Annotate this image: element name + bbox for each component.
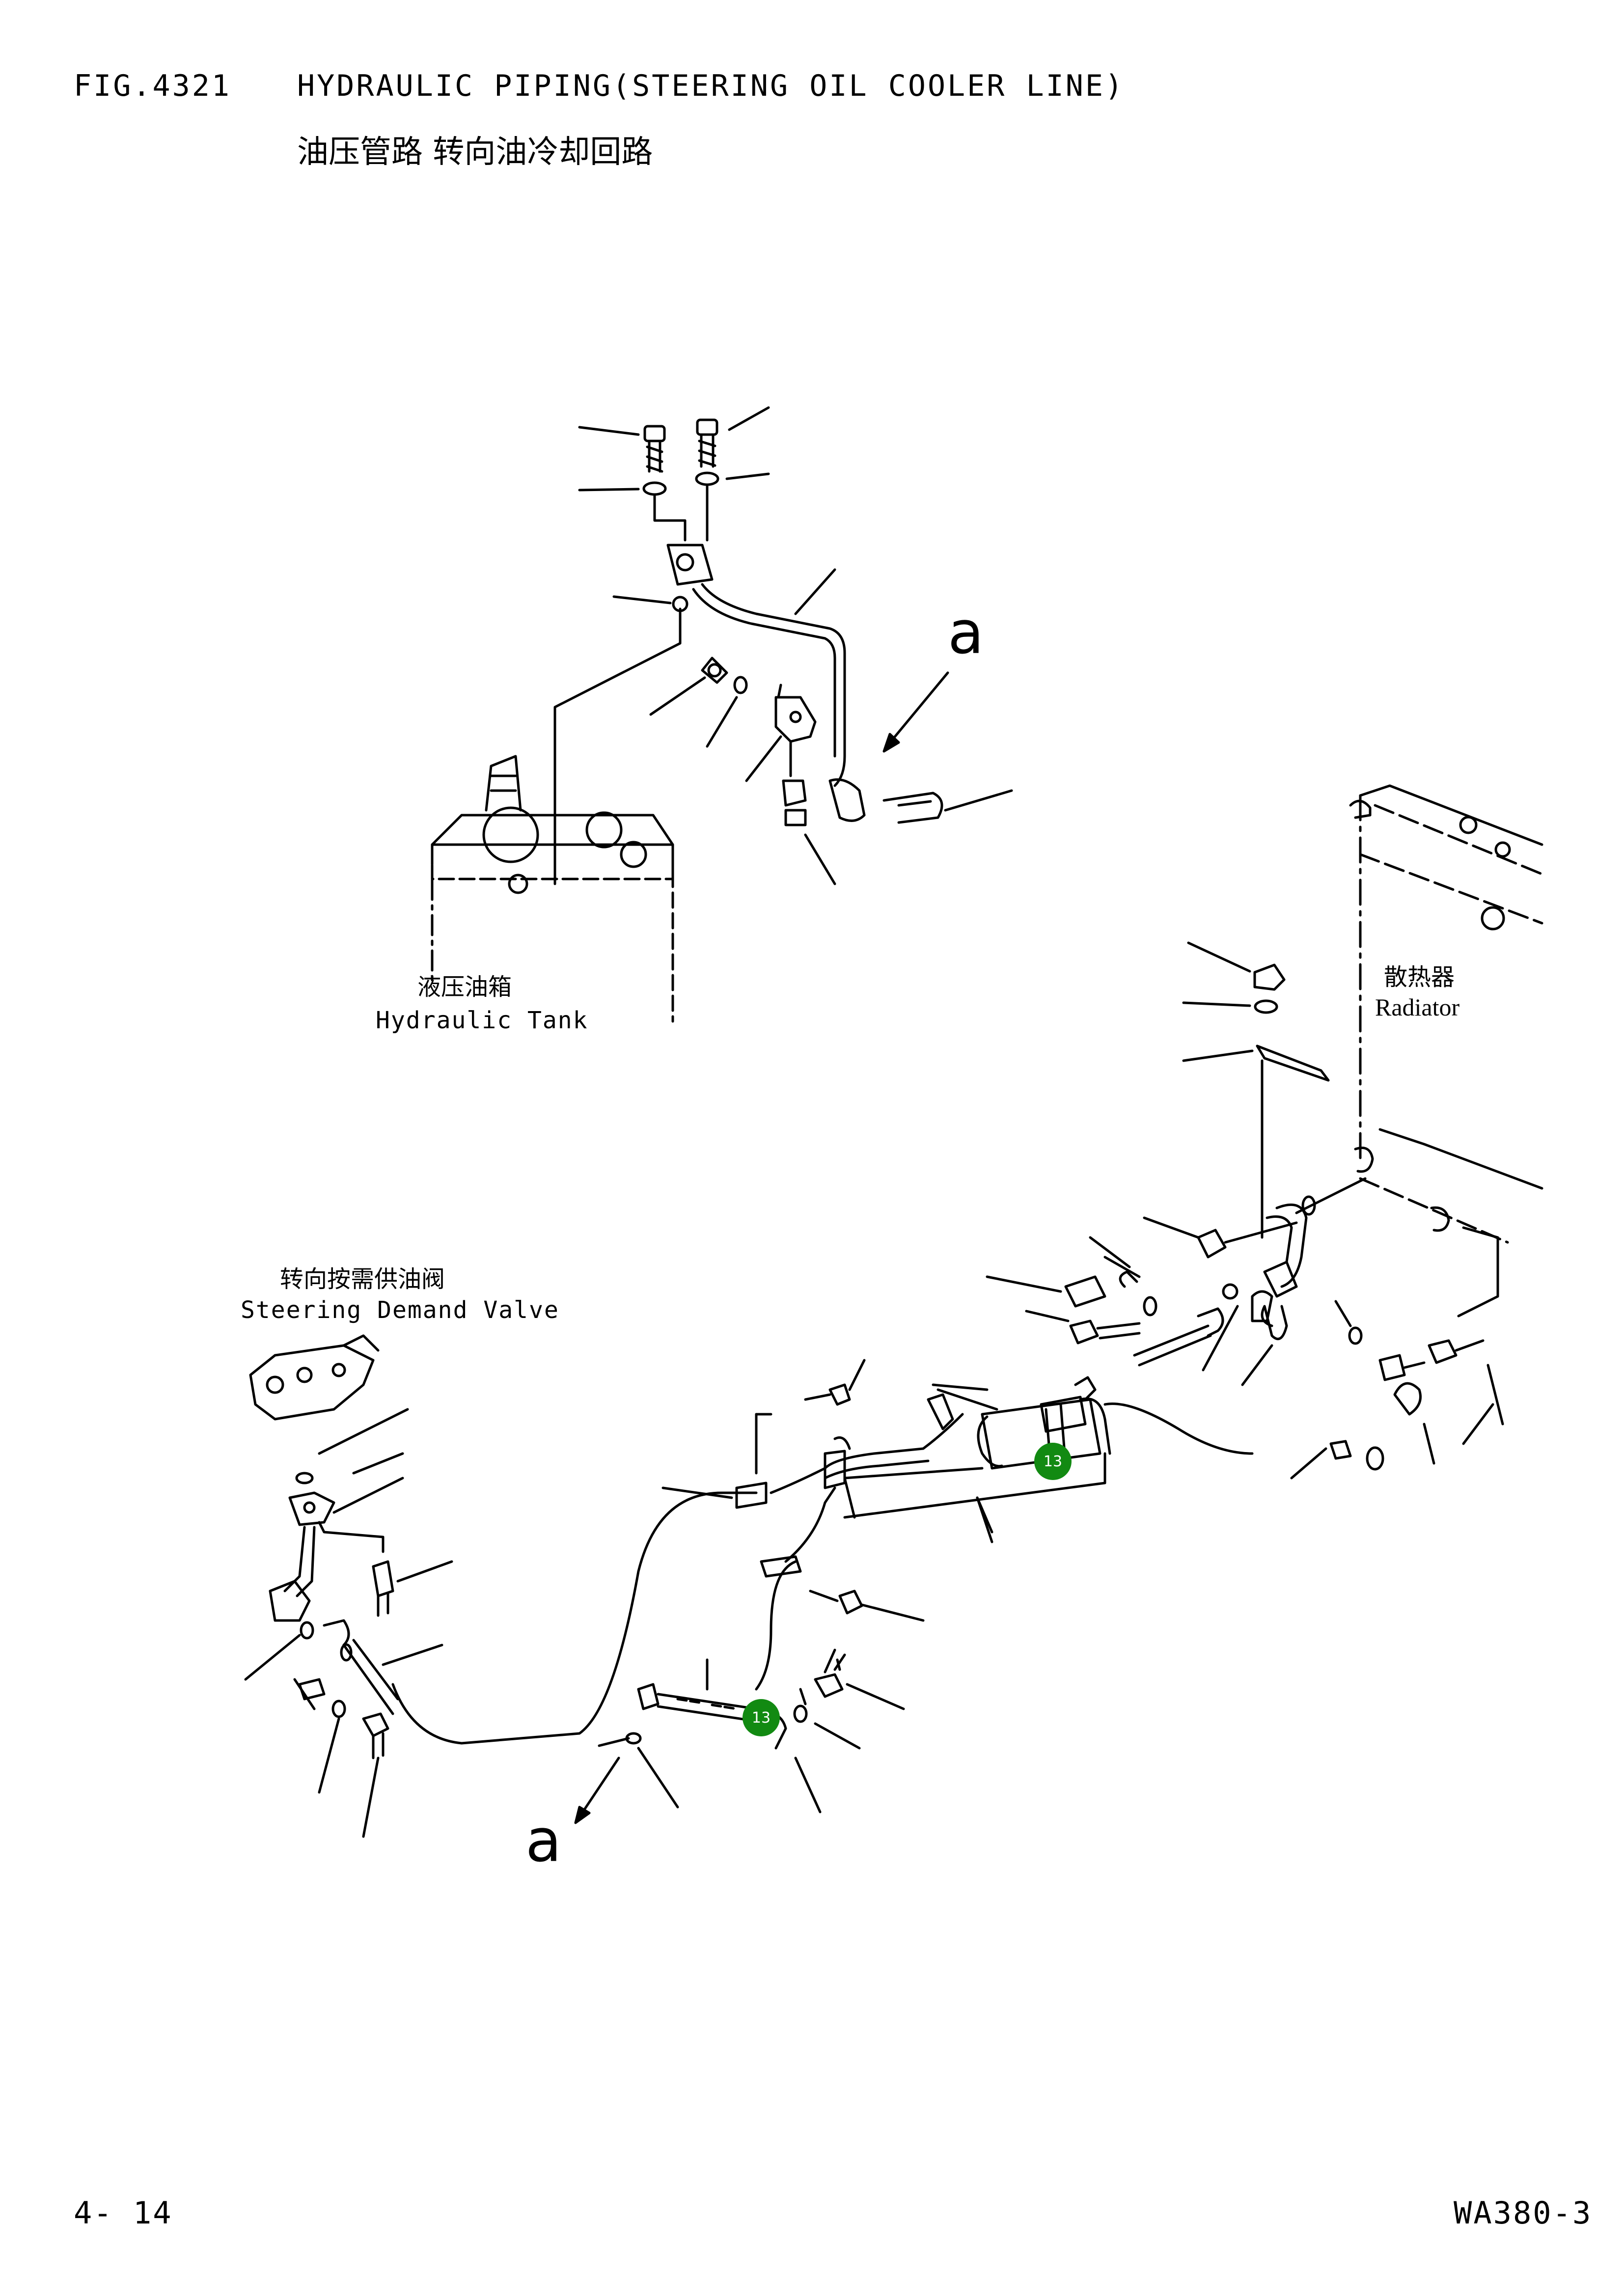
page-number: 4- 14 (74, 2195, 173, 2231)
radiator-label-cn: 散热器 (1384, 963, 1455, 991)
hydraulic-tank-label-cn: 液压油箱 (417, 973, 512, 1001)
hydraulic-tank-label-en: Hydraulic Tank (376, 1007, 588, 1034)
view-ref-upper: a (948, 599, 984, 667)
figure-title-cn: 油压管路 转向油冷却回路 (297, 134, 653, 170)
radiator-label-en: Radiator (1375, 993, 1460, 1021)
figure-title-en: HYDRAULIC PIPING(STEERING OIL COOLER LIN… (297, 69, 1125, 103)
upper-bracket-group (649, 657, 836, 885)
middle-cluster (986, 1236, 1273, 1372)
lower-right-cluster (1290, 1300, 1504, 1480)
upper-fitting-and-pipe (666, 544, 1013, 824)
main-hose (391, 1359, 964, 1824)
view-ref-lower: a (525, 1807, 562, 1875)
upper-bolts (578, 406, 770, 542)
figure-number: FIG.4321 (74, 69, 231, 103)
oil-cooler (843, 1376, 1254, 1543)
steering-valve-label-en: Steering Demand Valve (241, 1296, 559, 1324)
callout-13-lower[interactable]: 13 (743, 1699, 780, 1736)
model-number: WA380-3 (1454, 2195, 1593, 2231)
callout-13-cooler[interactable]: 13 (1034, 1443, 1072, 1480)
radiator-group (1349, 784, 1543, 1317)
steering-valve-group (244, 1334, 453, 1838)
right-bracket-column (1143, 941, 1367, 1386)
hydraulic-tank-group (431, 595, 688, 1023)
steering-valve-label-cn: 转向按需供油阀 (280, 1265, 445, 1293)
